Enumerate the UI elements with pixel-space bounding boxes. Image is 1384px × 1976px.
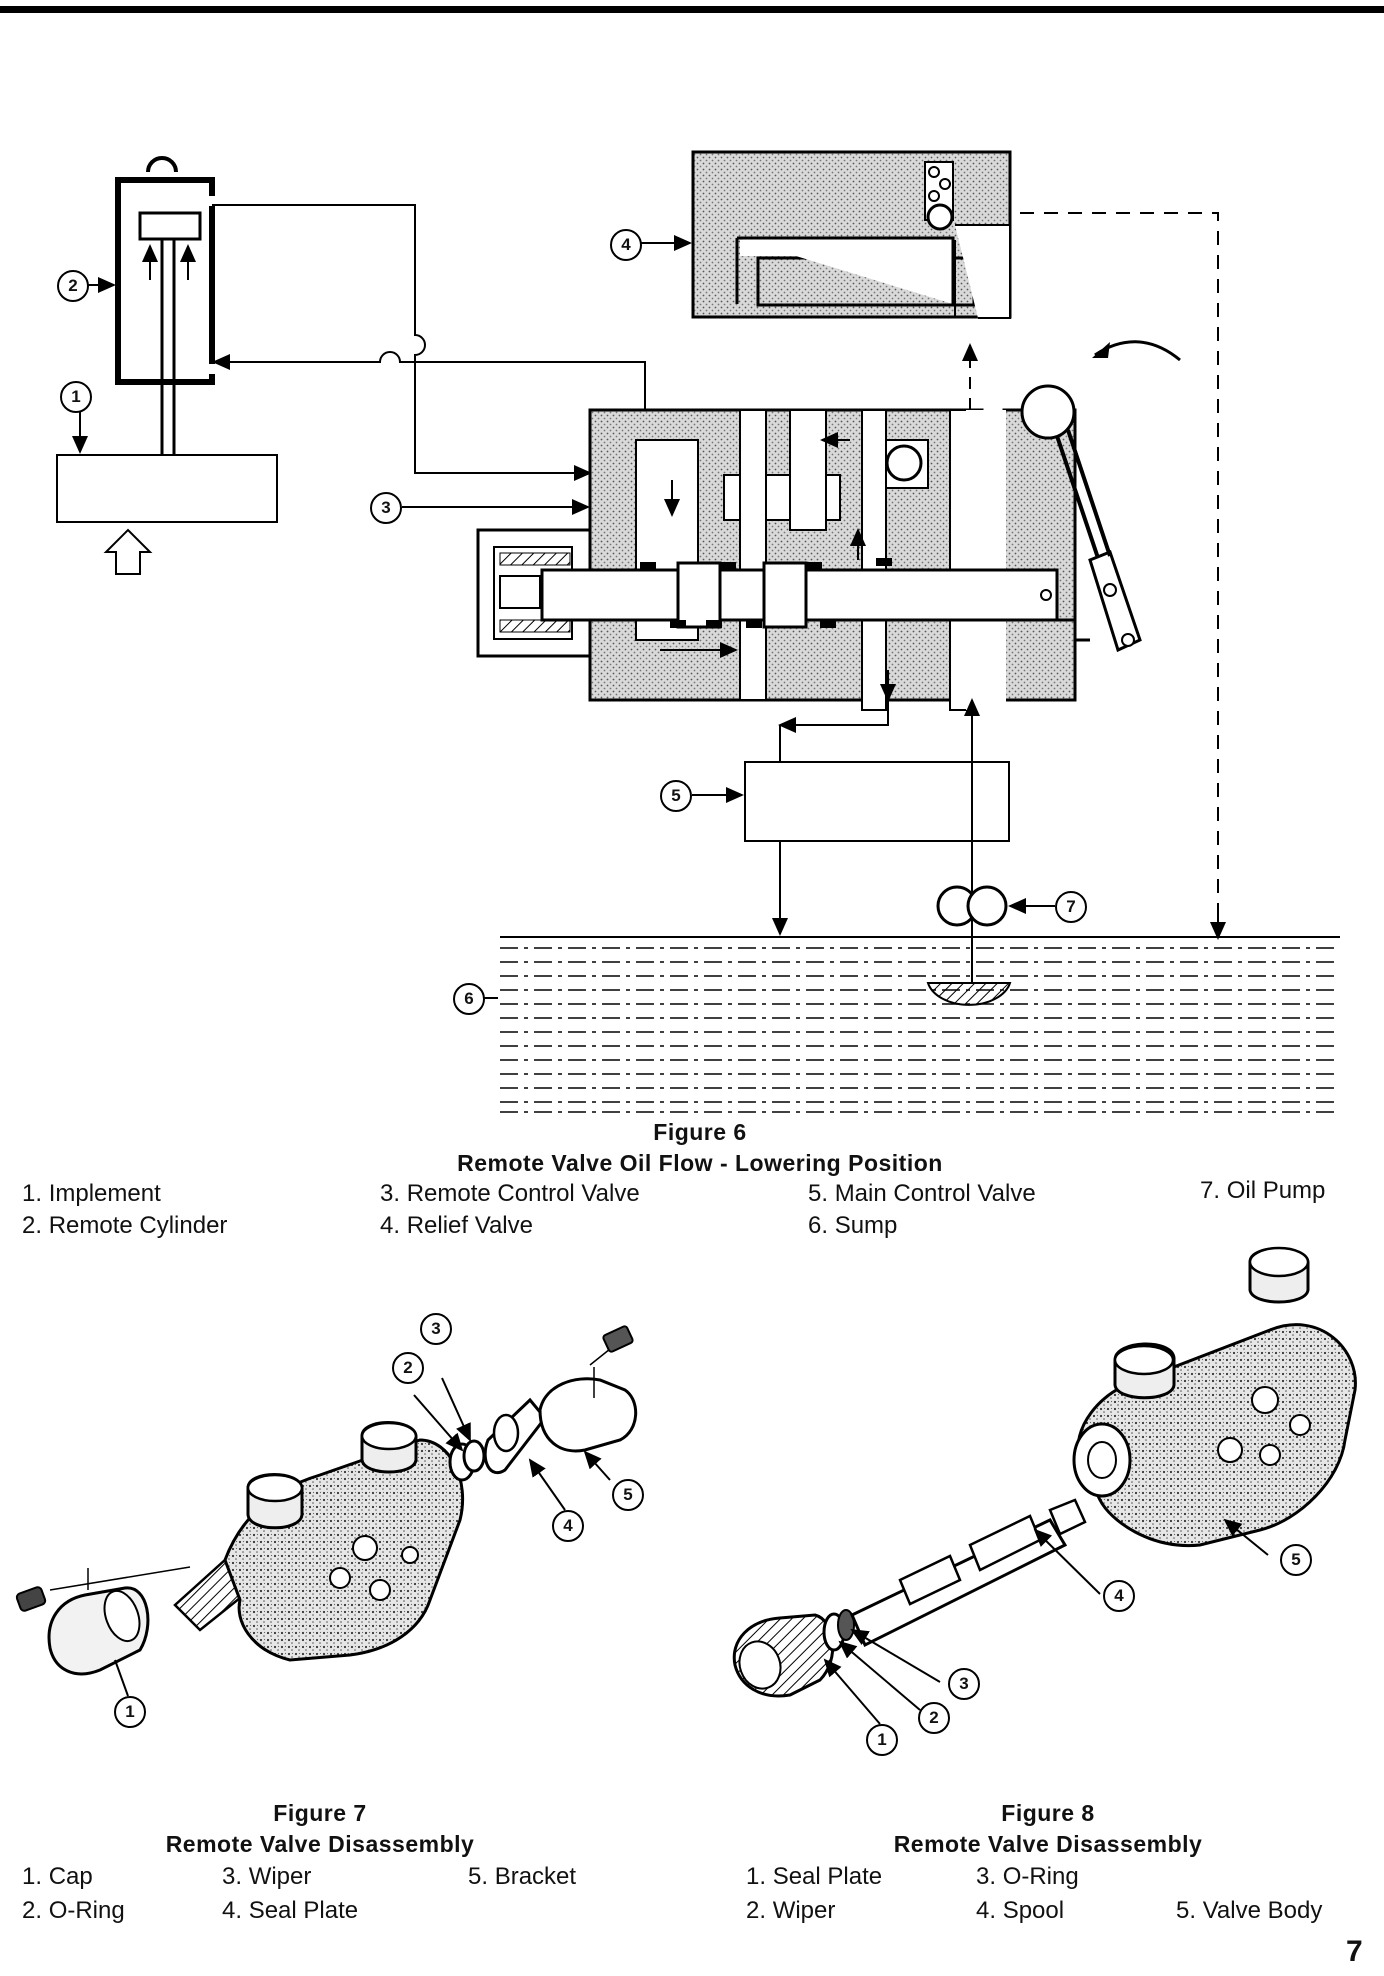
figure6-legend-item: 5. Main Control Valve [808,1180,1036,1207]
figure6-legend-item: 7. Oil Pump [1200,1177,1326,1204]
fig7-callout-5: 5 [612,1479,644,1511]
up-arrow-icon [103,528,153,575]
figure8-diagram [732,1246,1357,1725]
callout-3: 3 [370,492,402,524]
figure6-legend-item: 4. Relief Valve [380,1212,533,1239]
figure8-title: Remote Valve Disassembly [893,1831,1203,1857]
figure8-legend-item: 3. O-Ring [976,1863,1079,1890]
remote-cylinder [115,156,218,455]
figure7-diagram [15,1325,638,1697]
figure6-legend-item: 2. Remote Cylinder [22,1212,228,1239]
oil-pump [936,885,1008,927]
fig7-callout-2: 2 [392,1352,424,1384]
figure8-legend-item: 5. Valve Body [1176,1897,1323,1924]
page-number: 7 [1346,1935,1363,1968]
main-control-valve-box [744,761,1010,842]
figure6-title: Remote Valve Oil Flow - Lowering Positio… [457,1150,943,1176]
callout-4: 4 [610,229,642,261]
figure7-legend-item: 2. O-Ring [22,1897,125,1924]
figure6-number: Figure 6 [653,1119,747,1145]
figure8-legend-item: 1. Seal Plate [746,1863,883,1890]
callout-1: 1 [60,381,92,413]
relief-valve [691,150,1012,319]
callout-7: 7 [1055,891,1087,923]
figure7-legend-item: 4. Seal Plate [222,1897,359,1924]
figure7-title: Remote Valve Disassembly [165,1831,475,1857]
figure7-legend-item: 5. Bracket [468,1863,577,1890]
figure6-legend-item: 1. Implement [22,1180,161,1207]
strainer [926,982,1012,1006]
figure6-legend-item: 6. Sump [808,1212,898,1239]
callout-5: 5 [660,780,692,812]
figure6-legend-item: 3. Remote Control Valve [380,1180,640,1207]
implement-box [56,454,278,523]
fig7-callout-1: 1 [114,1696,146,1728]
fig8-callout-5: 5 [1280,1544,1312,1576]
figure8-legend-item: 2. Wiper [746,1897,836,1924]
fig7-callout-3: 3 [420,1313,452,1345]
figure7-legend-item: 3. Wiper [222,1863,312,1890]
callout-6: 6 [453,983,485,1015]
fig8-callout-2: 2 [918,1702,950,1734]
figure7-number: Figure 7 [273,1800,367,1826]
fig7-callout-4: 4 [552,1510,584,1542]
fig8-callout-4: 4 [1103,1580,1135,1612]
sump [500,936,1340,1113]
fig8-callout-1: 1 [866,1724,898,1756]
figure8-legend-item: 4. Spool [976,1897,1065,1924]
fig8-callout-3: 3 [948,1668,980,1700]
callout-2: 2 [57,270,89,302]
top-rule [0,6,1384,13]
figure8-number: Figure 8 [1001,1800,1095,1826]
remote-control-valve [476,384,1142,711]
figure7-legend-item: 1. Cap [22,1863,93,1890]
